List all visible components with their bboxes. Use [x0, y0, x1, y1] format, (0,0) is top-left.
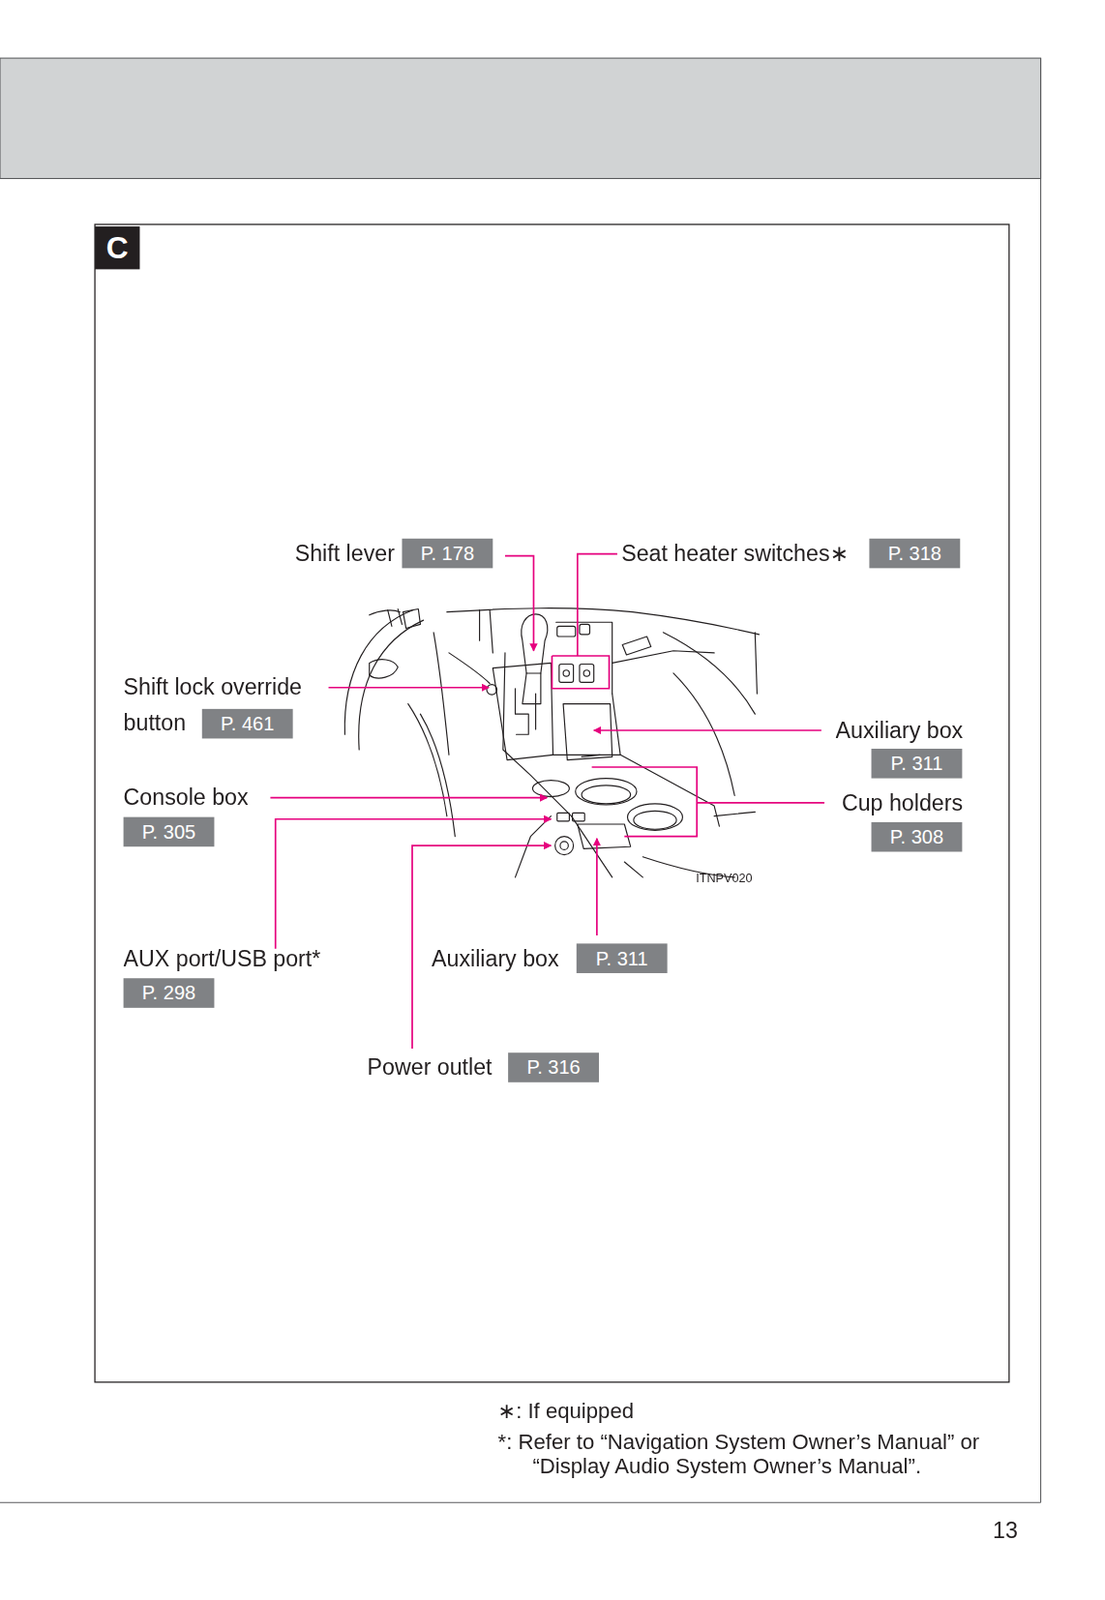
- leader-line: [551, 656, 609, 689]
- page-reference: P. 318: [868, 538, 960, 569]
- part-name: Shift lock override button: [123, 669, 344, 742]
- node-text: P. 178: [420, 541, 475, 565]
- part-name: Seat heater switches∗: [621, 535, 849, 571]
- page-reference: P. 178: [401, 538, 493, 569]
- node-text: P. 318: [888, 541, 942, 565]
- header-band: [0, 58, 1042, 179]
- node-text: C: [106, 230, 129, 266]
- leader-line: [596, 838, 598, 936]
- section-letter: C: [94, 226, 140, 269]
- page-reference: P. 308: [871, 822, 963, 853]
- node-text: P. 461: [220, 713, 274, 736]
- console-illustration: [344, 608, 759, 878]
- part-name: Shift lever: [295, 535, 395, 571]
- page-reference: P. 316: [507, 1052, 599, 1083]
- part-name: Console box: [123, 778, 249, 815]
- page-reference: P. 461: [202, 709, 294, 740]
- leader-line: [328, 686, 490, 689]
- leader-line: [269, 797, 547, 800]
- part-name: Power outlet: [367, 1049, 493, 1086]
- footnote: *: Refer to “Navigation System Owner’s M…: [498, 1430, 1044, 1478]
- page-rule: [1040, 58, 1042, 1503]
- part-name: AUX port/USB port*: [123, 940, 322, 977]
- page-number: 13: [992, 1512, 1018, 1549]
- leader-line: [577, 554, 618, 657]
- leader-line: [594, 729, 822, 732]
- leader-line: [505, 556, 535, 652]
- node-text: P. 308: [890, 826, 944, 849]
- leader-line: [696, 802, 825, 805]
- page-reference: P. 305: [123, 817, 215, 848]
- node-text: P. 311: [596, 947, 649, 970]
- page-rule: [0, 1502, 1042, 1504]
- node-text: P. 311: [891, 752, 944, 776]
- part-name: Cup holders: [841, 784, 963, 821]
- node-text: P. 305: [142, 820, 196, 843]
- figure-code: ITNPV020: [695, 871, 752, 887]
- part-name: Auxiliary box: [431, 940, 560, 977]
- section-frame: [94, 224, 1010, 1383]
- page-reference: P. 311: [576, 943, 668, 974]
- part-name: Auxiliary box: [836, 713, 964, 749]
- leader-line: [592, 767, 698, 837]
- page-reference: P. 298: [123, 978, 215, 1009]
- leader-line: [275, 819, 552, 950]
- node-text: P. 298: [142, 982, 196, 1005]
- page-reference: P. 311: [871, 748, 963, 779]
- footnote: ∗: If equipped: [498, 1399, 1044, 1423]
- node-text: P. 316: [526, 1056, 580, 1079]
